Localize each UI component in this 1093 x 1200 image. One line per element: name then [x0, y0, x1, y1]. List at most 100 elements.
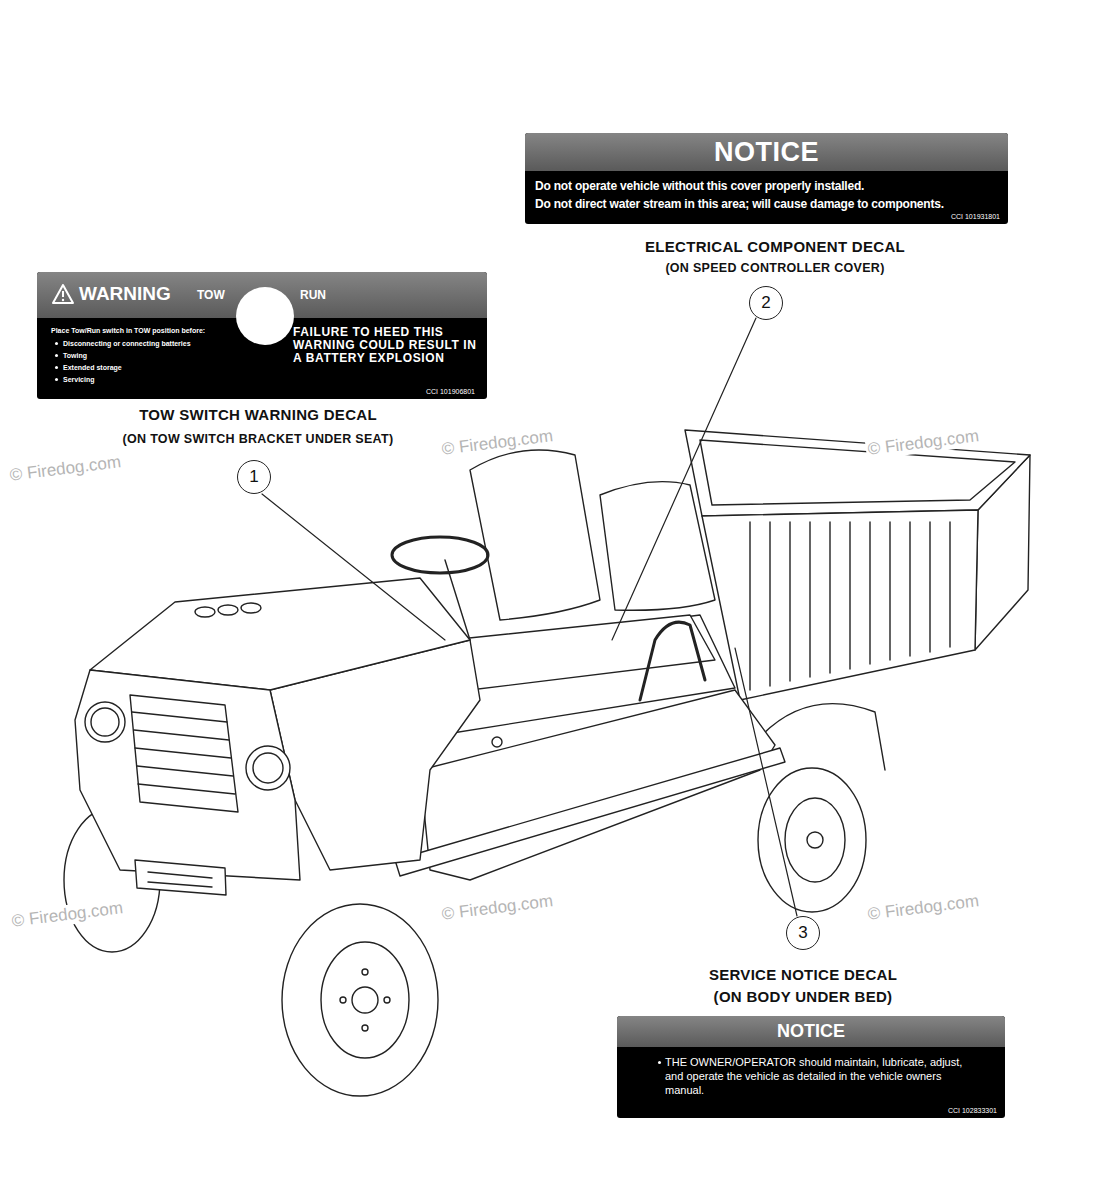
front-cowl-part [246, 746, 290, 790]
cargo-bed-part [789, 522, 790, 681]
front-cowl-part [148, 882, 212, 887]
callout-number: 1 [237, 460, 271, 494]
vehicle-body-part [395, 748, 785, 876]
front-cowl-part [241, 603, 261, 613]
cargo-bed-part [769, 522, 770, 686]
cargo-bed-part [849, 522, 850, 669]
switch-position: RUN [300, 288, 326, 302]
decal-body: THE OWNER/OPERATOR should maintain, lubr… [617, 1047, 1005, 1107]
notice-text: Do not operate vehicle without this cove… [535, 179, 864, 194]
leader-lines-part [262, 494, 445, 640]
cargo-bed-part [949, 522, 950, 647]
front-cowl-part [130, 695, 238, 812]
seats-part [450, 615, 715, 690]
front-cowl-part [85, 702, 125, 742]
decal-body: Do not operate vehicle without this cove… [525, 171, 1008, 213]
decal-heading: NOTICE [525, 133, 1008, 171]
cargo-bed-part [909, 522, 910, 656]
front-cowl-part [90, 578, 470, 690]
steering-wheel-part [392, 537, 488, 573]
front-wheel-part [282, 904, 438, 1096]
cargo-bed-part [809, 522, 810, 677]
decal-name: ELECTRICAL COMPONENT DECAL [645, 238, 905, 255]
front-wheel-part [362, 1025, 368, 1031]
front-wheel-part [384, 997, 390, 1003]
front-cowl-part [132, 712, 227, 722]
notice-text: THE OWNER/OPERATOR should maintain, lubr… [665, 1055, 965, 1097]
seats [450, 450, 715, 700]
notice-line: Do not direct water stream in this area;… [535, 194, 998, 212]
front-wheel-part [321, 942, 409, 1058]
decal-location: (ON TOW SWITCH BRACKET UNDER SEAT) [123, 432, 394, 446]
front-cowl-part [135, 748, 231, 758]
list-item: Servicing [51, 374, 231, 386]
callout-number: 3 [786, 916, 820, 950]
front-cowl-part [75, 670, 300, 880]
front-cowl-part [218, 605, 238, 615]
bullet-dot [55, 366, 58, 369]
rear-wheel-part [785, 798, 845, 882]
warning-decal: WARNING TOW RUN Place Tow/Run switch in TOW… [37, 272, 487, 399]
cargo-bed [685, 430, 1030, 700]
list-text: Disconnecting or connecting batteries [63, 338, 231, 350]
list-text: Towing [63, 350, 231, 362]
notice-decal: NOTICE Do not operate vehicle without thi… [525, 133, 1008, 224]
front-cowl-part [138, 784, 235, 794]
notice-text: Do not direct water stream in this area;… [535, 197, 944, 212]
cargo-bed-part [929, 522, 930, 652]
cargo-bed-part [700, 440, 1015, 505]
callout-number: 2 [749, 286, 783, 320]
cargo-bed-part [869, 522, 870, 664]
cargo-bed-part [749, 522, 750, 690]
warning-heading: WARNING [79, 283, 171, 305]
decal-location: (ON BODY UNDER BED) [714, 988, 893, 1005]
switch-position: TOW [197, 288, 225, 302]
part-code: CCI 101906801 [37, 386, 487, 399]
front-cowl-part [253, 753, 283, 783]
decal-heading: NOTICE [617, 1016, 1005, 1047]
front-cowl-part [135, 860, 226, 895]
cargo-bed-part [829, 522, 830, 673]
notice-line: Do not operate vehicle without this cove… [535, 176, 998, 194]
seats-part [470, 450, 600, 620]
seats-part [600, 482, 715, 611]
list-item: Extended storage [51, 362, 231, 374]
leader-lines-part [735, 648, 797, 916]
instruction-text: Place Tow/Run switch in TOW position bef… [51, 326, 231, 336]
watermark: © Firedog.com [7, 452, 124, 486]
rear-wheel-part [758, 768, 866, 912]
cargo-bed-part [889, 522, 890, 660]
list-item: Disconnecting or connecting batteries [51, 338, 231, 350]
decal-name: SERVICE NOTICE DECAL [709, 966, 897, 983]
warning-triangle-icon [52, 284, 74, 304]
front-cowl-part [195, 607, 215, 617]
watermark: © Firedog.com [865, 891, 982, 925]
part-code: CCI 102833301 [617, 1107, 1005, 1118]
front-wheel-part [362, 969, 368, 975]
front-cowl-part [148, 872, 212, 878]
watermark: © Firedog.com [439, 891, 556, 925]
front-wheel-part [340, 997, 346, 1003]
bullet-dot [55, 378, 58, 381]
bullet-dot [658, 1061, 661, 1064]
front-wheel [282, 904, 438, 1096]
front-cowl [75, 578, 480, 895]
list-text: Extended storage [63, 362, 231, 374]
cargo-bed-part [702, 510, 978, 700]
bullet-dot [55, 342, 58, 345]
list-item: THE OWNER/OPERATOR should maintain, lubr… [665, 1055, 985, 1097]
part-code: CCI 101931801 [525, 213, 1008, 224]
decal-name: TOW SWITCH WARNING DECAL [139, 406, 377, 423]
list-text: Servicing [63, 374, 231, 386]
front-cowl-part [134, 730, 229, 740]
rear-wheel-part [807, 832, 823, 848]
instruction-column: Place Tow/Run switch in TOW position bef… [51, 326, 231, 386]
decal-location: (ON SPEED CONTROLLER COVER) [665, 261, 884, 275]
warning-text: FAILURE TO HEED THIS WARNING COULD RESUL… [293, 326, 478, 386]
switch-hole [236, 287, 294, 345]
warning-triangle [52, 284, 74, 304]
list-item: Towing [51, 350, 231, 362]
front-wheel-part [352, 987, 378, 1013]
bullet-dot [55, 354, 58, 357]
